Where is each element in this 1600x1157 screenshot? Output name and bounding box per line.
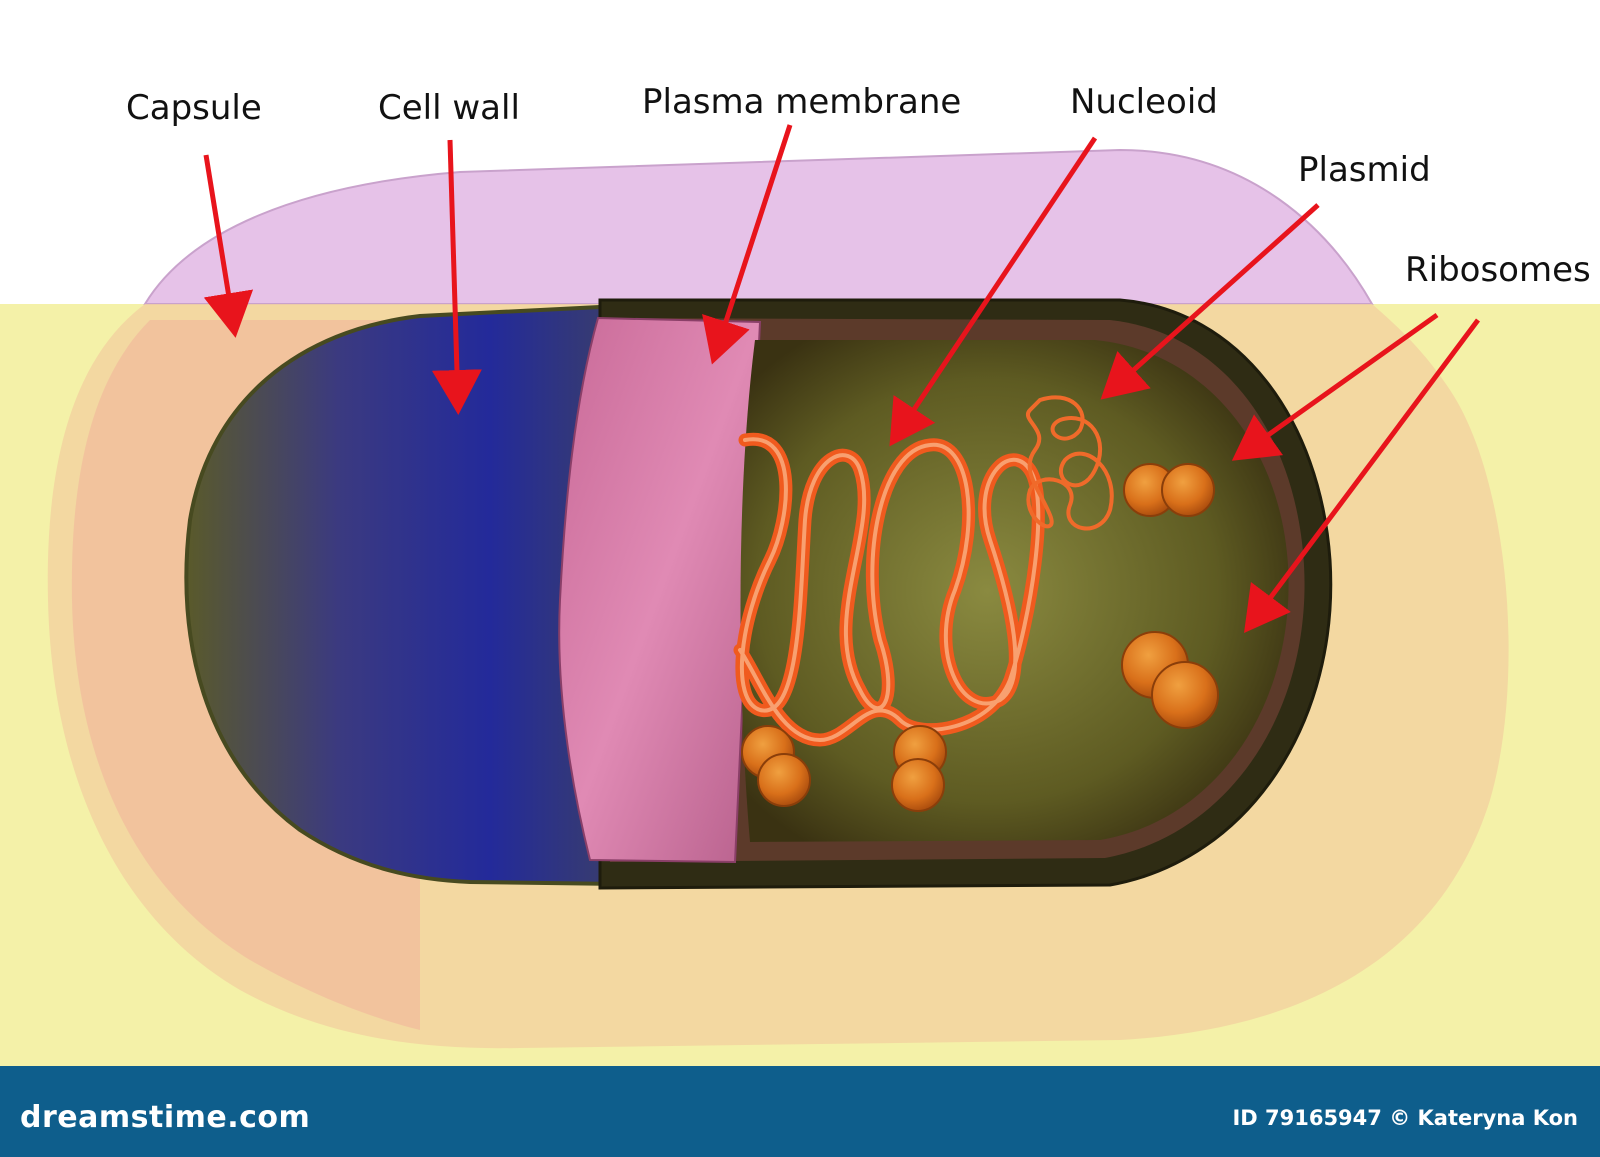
ribosome xyxy=(741,725,811,807)
plasmid xyxy=(1026,395,1114,531)
label-nucleoid: Nucleoid xyxy=(1070,82,1218,122)
ribosome-arrow-lower xyxy=(1244,318,1481,634)
label-arrows xyxy=(203,124,1481,634)
footer-site[interactable]: dreamstime.com xyxy=(20,1100,311,1135)
label-plasmid: Plasmid xyxy=(1298,150,1431,190)
plasma-membrane xyxy=(558,316,762,864)
ribosome xyxy=(891,725,947,812)
label-capsule: Capsule xyxy=(126,88,262,128)
cytoplasm xyxy=(740,340,1289,842)
footer-credit: ID 79165947 © Kateryna Kon xyxy=(1232,1106,1578,1130)
plasma-membrane-arrow xyxy=(702,124,793,365)
ribosome-arrow-upper xyxy=(1231,312,1439,461)
label-plasma-membrane: Plasma membrane xyxy=(642,82,962,122)
nucleoid-highlight xyxy=(738,437,1041,743)
ribosome xyxy=(1123,463,1215,517)
label-cell-wall: Cell wall xyxy=(378,88,520,128)
footer-bar: dreamstime.com ID 79165947 © Kateryna Ko… xyxy=(0,1066,1600,1157)
plasmid-arrow xyxy=(1100,203,1320,400)
label-ribosomes: Ribosomes xyxy=(1405,250,1591,290)
nucleoid-arrow xyxy=(889,136,1098,447)
ribosome xyxy=(1121,631,1219,729)
capsule-arrow xyxy=(203,154,254,338)
cell-wall xyxy=(184,303,622,887)
cell-wall-arrow xyxy=(431,139,482,415)
